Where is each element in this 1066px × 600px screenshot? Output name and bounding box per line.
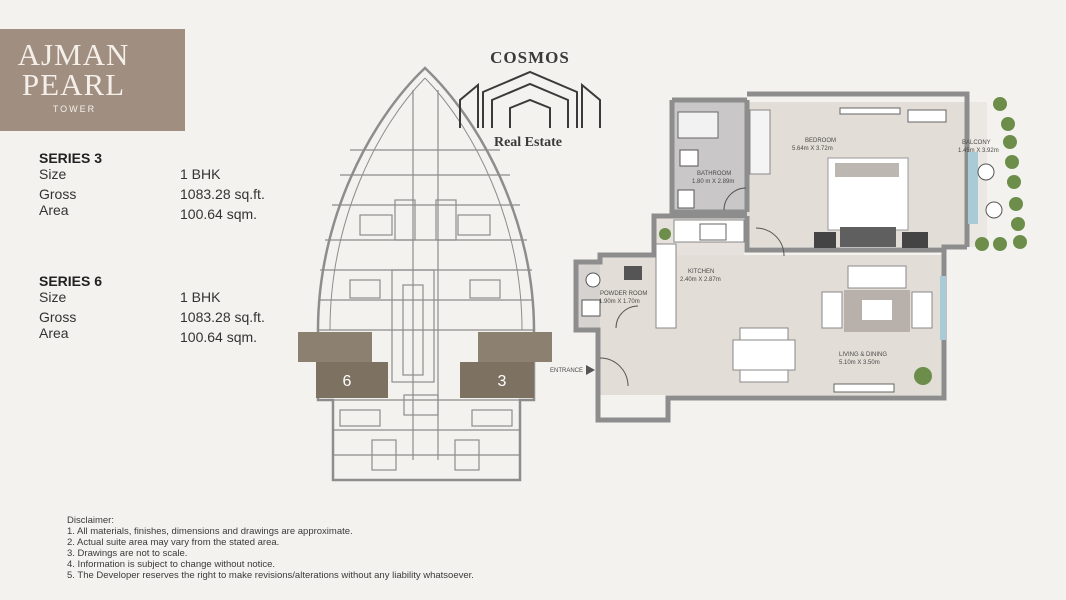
area-row: Gross Area 1083.28 sq.ft. [39, 309, 265, 341]
nightstand-right [902, 232, 928, 248]
coffee-table [862, 300, 892, 320]
living-name: LIVING & DINING [839, 352, 887, 358]
toilet-icon [581, 299, 601, 317]
area-label: Gross Area [39, 186, 77, 218]
balcony-glass [968, 152, 978, 224]
area-sqft: 1083.28 sq.ft. [180, 186, 265, 202]
series-3-spec: SERIES 3 Size 1 BHK Gross Area 1083.28 s… [39, 150, 265, 226]
area-sqm: 100.64 sqm. [180, 329, 258, 345]
series-title: SERIES 3 [39, 150, 103, 166]
unit-label-6: 6 [343, 373, 352, 390]
entrance-arrow-icon [586, 365, 595, 375]
brand-line1: AJMAN [17, 37, 130, 72]
series-6-spec: SERIES 6 Size 1 BHK Gross Area 1083.28 s… [39, 273, 265, 349]
kitchen-dim: 2.40m X 2.87m [680, 277, 721, 283]
doors [599, 187, 785, 387]
bedside-bench [840, 227, 896, 247]
armchair [821, 291, 843, 329]
sink-icon [624, 266, 642, 280]
area-sqm-row: 100.64 sqm. [39, 329, 257, 349]
area-label: Gross Area [39, 309, 77, 341]
watermark-name: COSMOS [490, 48, 570, 67]
nightstand-left [814, 232, 836, 248]
armchair [911, 291, 933, 329]
house-logo-icon [459, 70, 601, 128]
unit-label-3: 3 [498, 373, 507, 390]
balcony-chair [985, 201, 1003, 219]
unit-floor-plan [573, 91, 1027, 423]
dining-chairs [739, 327, 789, 341]
tv-unit [833, 383, 895, 393]
balcony-name: BALCONY [962, 140, 991, 146]
hob-icon [699, 223, 727, 241]
dining-table [732, 339, 796, 371]
toilet-icon [679, 149, 699, 167]
series-title: SERIES 6 [39, 273, 103, 289]
disclaimer-item: 5. The Developer reserves the right to m… [67, 570, 474, 581]
disclaimer: Disclaimer: 1. All materials, finishes, … [67, 515, 474, 581]
powder-name: POWDER ROOM [600, 291, 647, 297]
watermark: COSMOS Real Estate [459, 48, 601, 150]
size-value: 1 BHK [180, 289, 221, 305]
walls [573, 91, 970, 423]
area-sqm: 100.64 sqm. [180, 206, 258, 222]
balcony-plants [975, 97, 1027, 251]
bathroom-name: BATHROOM [697, 171, 731, 177]
size-row: Size 1 BHK [39, 166, 220, 186]
window [940, 276, 946, 340]
size-row: Size 1 BHK [39, 289, 220, 309]
area-sqm-row: 100.64 sqm. [39, 206, 257, 226]
size-value: 1 BHK [180, 166, 221, 182]
living-dim: 5.10m X 3.50m [839, 360, 880, 366]
plant-icon [914, 367, 932, 385]
powder-dim: 1.90m X 1.70m [599, 299, 640, 305]
kitchen-name: KITCHEN [688, 269, 714, 275]
shower-tray [677, 111, 719, 139]
bathroom-dim: 1.80 m X 2.89m [692, 179, 734, 185]
size-label: Size [39, 166, 67, 182]
size-label: Size [39, 289, 67, 305]
basin-icon [677, 189, 695, 209]
watermark-sub: Real Estate [494, 135, 562, 150]
brand-logo: AJMAN PEARL TOWER [0, 29, 185, 131]
disclaimer-item: 3. Drawings are not to scale. [67, 548, 188, 559]
area-row: Gross Area 1083.28 sq.ft. [39, 186, 265, 218]
balcony-dim: 1.45m X 3.92m [958, 148, 999, 154]
kitchen-counter [655, 243, 677, 329]
bedroom-name: BEDROOM [805, 138, 836, 144]
plant-icon [659, 228, 671, 240]
balcony-chair [977, 163, 995, 181]
sofa [847, 265, 907, 289]
window [839, 107, 901, 115]
disclaimer-item: 2. Actual suite area may vary from the s… [67, 537, 280, 548]
key-plan [316, 66, 536, 482]
wardrobe [749, 109, 771, 175]
highlighted-units [298, 332, 552, 398]
entrance-label: ENTRANCE [550, 368, 583, 374]
basin-icon [585, 272, 601, 288]
disclaimer-title: Disclaimer: [67, 515, 114, 526]
brand-sub: TOWER [52, 104, 97, 114]
brand-line2: PEARL [21, 67, 126, 102]
tv-unit [907, 109, 947, 123]
bedroom-dim: 5.64m X 3.72m [792, 146, 833, 152]
dining-chairs [739, 369, 789, 383]
bed-headboard [835, 163, 899, 177]
disclaimer-item: 1. All materials, finishes, dimensions a… [67, 526, 353, 537]
disclaimer-item: 4. Information is subject to change with… [67, 559, 276, 570]
area-sqft: 1083.28 sq.ft. [180, 309, 265, 325]
